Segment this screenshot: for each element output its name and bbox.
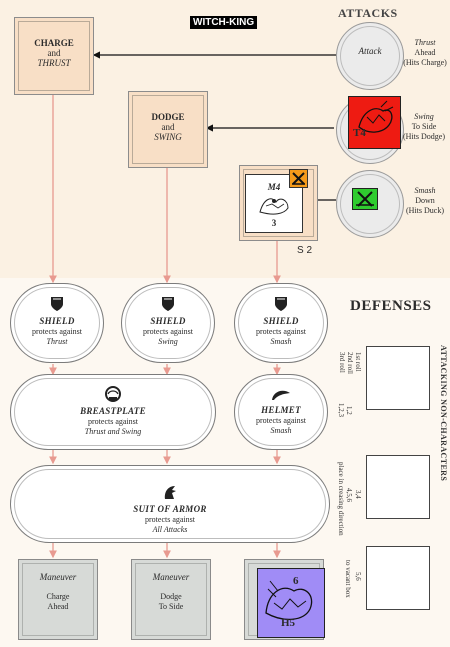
helmet-icon [272, 390, 290, 400]
smash-label: Smash [270, 337, 292, 346]
attacking-non-characters-heading: ATTACKING NON-CHARACTERS [439, 345, 448, 482]
non-character-box-1[interactable] [366, 346, 430, 410]
nazgul-figure-icon [259, 198, 289, 215]
charge-label: CHARGE [34, 38, 74, 48]
thrust-attack-text: Thrust Ahead (Hits Charge) [400, 38, 450, 68]
swing-attack-text: Swing To Side (Hits Dodge) [398, 112, 450, 142]
place-direction-label: place in creasing direction [337, 462, 345, 536]
dodge-swing-box[interactable]: DODGE and SWING [128, 91, 208, 168]
protects-label: protects against [145, 515, 195, 524]
witch-king-label: WITCH-KING [190, 16, 258, 29]
counter-h5: H5 [281, 617, 296, 629]
duck-marker[interactable] [289, 169, 308, 188]
smash-l2: Down [415, 196, 435, 205]
swing-l3: (Hits Dodge) [403, 132, 445, 141]
shield-icon [51, 297, 63, 311]
all-attacks-label: All Attacks [152, 525, 188, 534]
counter-t4: T4 [353, 127, 366, 139]
smash-l3: (Hits Duck) [406, 206, 444, 215]
dragon-figure-icon [265, 580, 313, 620]
shield-icon [162, 297, 174, 311]
swing-red-counter[interactable]: T4 [348, 96, 401, 149]
attacks-heading: ATTACKS [338, 6, 398, 20]
breastplate-icon [105, 386, 121, 402]
defenses-heading: DEFENSES [350, 298, 432, 314]
duck-smash-box[interactable]: M4 3 [239, 165, 318, 241]
breastplate-label: BREASTPLATE [80, 406, 146, 416]
shield-swing-pill[interactable]: SHIELD protects against Swing [121, 283, 215, 363]
thrust-l2: Ahead [414, 48, 436, 57]
shield-icon [275, 297, 287, 311]
roll-3-4-label: 3,4 [354, 490, 362, 499]
smash-attack-text: Smash Down (Hits Duck) [400, 186, 450, 216]
maneuver-dodge-box[interactable]: Maneuver Dodge To Side [131, 559, 211, 640]
shield-label: SHIELD [39, 316, 75, 326]
charge-label: Charge [46, 592, 70, 601]
breastplate-pill[interactable]: BREASTPLATE protects against Thrust and … [10, 374, 216, 450]
protects-label: protects against [88, 417, 138, 426]
swing-l1: Swing [414, 112, 434, 121]
maneuver-label: Maneuver [152, 572, 190, 582]
suit-label: SUIT OF ARMOR [133, 504, 207, 514]
counter-6: 6 [293, 575, 299, 587]
smash-l1: Smash [414, 186, 436, 195]
cross-icon [356, 191, 374, 207]
dragon-figure-icon [358, 100, 394, 133]
counter-3: 3 [271, 218, 277, 228]
smash-label: Smash [270, 426, 292, 435]
helmet-label: HELMET [261, 405, 301, 415]
smash-green-counter[interactable] [352, 188, 378, 210]
dodge-label: DODGE [151, 112, 185, 122]
swing-label: Swing [158, 337, 178, 346]
non-character-box-2[interactable] [366, 455, 430, 519]
suit-of-armor-pill[interactable]: SUIT OF ARMOR protects against All Attac… [10, 465, 330, 543]
protects-label: protects against [143, 327, 193, 336]
roll1-label: 1st roll [354, 352, 362, 372]
shield-smash-pill[interactable]: SHIELD protects against Smash [234, 283, 328, 363]
helmet-pill[interactable]: HELMET protects against Smash [234, 374, 328, 450]
roll-1-2-3-label: 1,2,3 [337, 403, 345, 417]
protects-label: protects against [32, 327, 82, 336]
roll-1-2-label: 1,2 [345, 406, 353, 415]
swing-l2: To Side [411, 122, 437, 131]
thrust-l1: Thrust [414, 38, 436, 47]
roll-5-6-label: 5,6 [354, 572, 362, 581]
to-side-label: To Side [158, 602, 184, 611]
ahead-label: Ahead [47, 602, 69, 611]
thrust-l3: (Hits Charge) [403, 58, 447, 67]
dodge-label: Dodge [160, 592, 182, 601]
protects-label: protects against [256, 327, 306, 336]
roll3-label: 3rd roll [338, 352, 346, 373]
attack-label: Attack [358, 46, 382, 56]
s2-label: S 2 [297, 245, 313, 256]
thrust-label: Thrust [46, 337, 68, 346]
swing-label: SWING [154, 132, 182, 142]
shield-label: SHIELD [263, 316, 299, 326]
shield-label: SHIELD [150, 316, 186, 326]
roll-4-5-6-label: 4,5,6 [345, 488, 353, 502]
roll2-label: 2nd roll [346, 352, 354, 374]
thrust-swing-label: Thrust and Swing [84, 427, 142, 436]
maneuver-label: Maneuver [39, 572, 77, 582]
suit-of-armor-icon [164, 486, 176, 499]
purple-counter[interactable]: 6 H5 [257, 568, 325, 638]
cross-icon [292, 172, 305, 185]
thrust-attack-circle[interactable]: Attack [336, 22, 404, 90]
non-character-box-3[interactable] [366, 546, 430, 610]
shield-thrust-pill[interactable]: SHIELD protects against Thrust [10, 283, 104, 363]
thrust-label: THRUST [37, 58, 71, 68]
charge-thrust-box[interactable]: CHARGE and THRUST [14, 17, 94, 95]
and-label: and [47, 48, 61, 58]
counter-m4: M4 [267, 182, 281, 192]
to-vacant-box-label: to vacant box [344, 560, 352, 598]
maneuver-charge-box[interactable]: Maneuver Charge Ahead [18, 559, 98, 640]
and-label: and [161, 122, 175, 132]
protects-label: protects against [256, 416, 306, 425]
